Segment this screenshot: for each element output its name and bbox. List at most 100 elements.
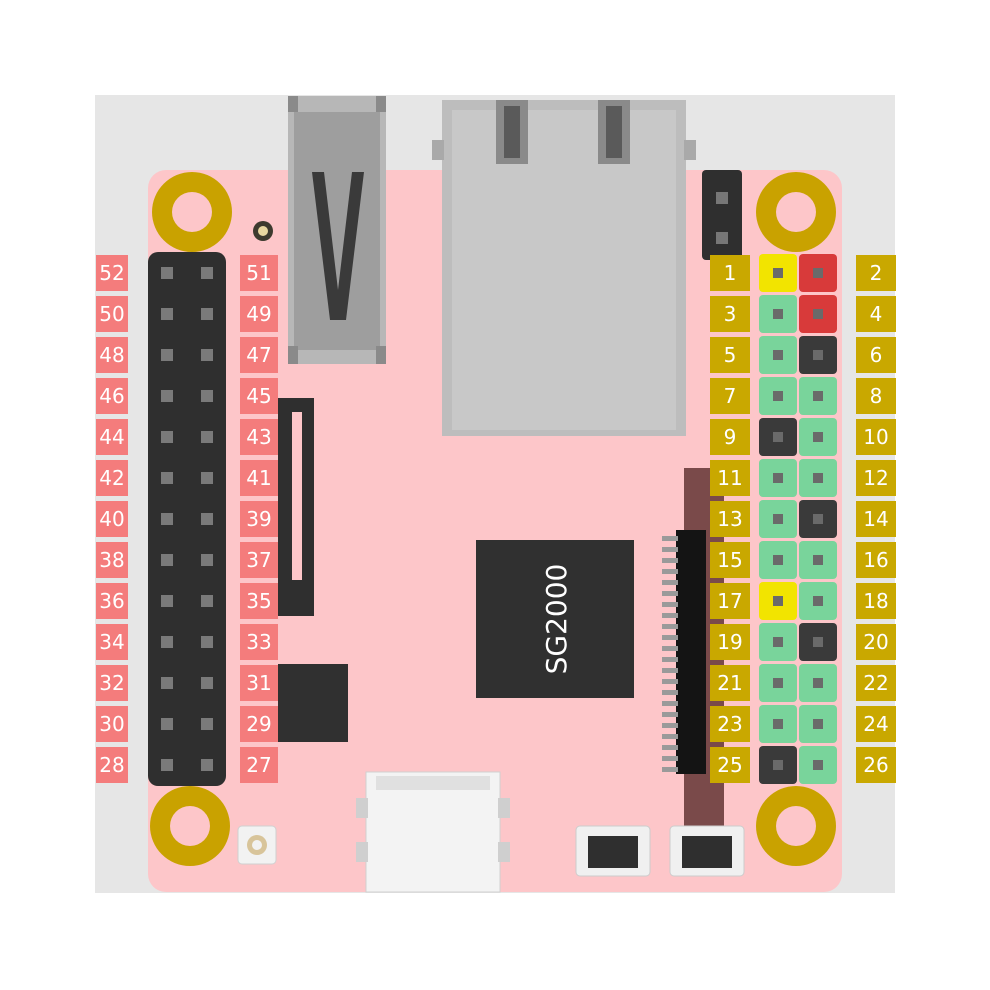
pin-label-right-even-box [856, 665, 896, 701]
left-pin-header [148, 252, 226, 786]
fpc-pin [662, 767, 678, 772]
pin-hole [773, 719, 783, 729]
pin-label-right-odd: 21 [717, 671, 742, 695]
fpc-pin [662, 558, 678, 563]
pin-label-left-inner: 41 [246, 466, 271, 490]
pin-label-left-inner: 45 [246, 384, 271, 408]
pin-label-right-odd-box [710, 501, 750, 537]
pin-label-left-outer: 48 [99, 343, 124, 367]
pin-hole [813, 555, 823, 565]
pin-label-right-odd: 11 [717, 466, 742, 490]
pin-label-left-inner-box [240, 747, 278, 783]
pin-label-left-inner-box [240, 419, 278, 455]
left-header-pin [201, 513, 213, 525]
pin-label-left-outer: 40 [99, 507, 124, 531]
button-1 [575, 825, 651, 877]
pin-label-left-inner: 27 [246, 753, 271, 777]
usb-c-port [356, 771, 510, 893]
pin-label-left-outer-box [96, 624, 128, 660]
pin-label-right-even-box [856, 296, 896, 332]
left-header-pin [161, 677, 173, 689]
pin-hole [773, 268, 783, 278]
pin-label-left-outer-box [96, 665, 128, 701]
pin-label-right-even: 12 [863, 466, 888, 490]
soc-chip [476, 540, 634, 698]
pin-hole [813, 473, 823, 483]
left-header-pin [201, 349, 213, 361]
pin-label-left-outer-box [96, 419, 128, 455]
fpc-pin [662, 745, 678, 750]
pin-label-left-outer-box [96, 296, 128, 332]
pin-label-left-outer: 50 [99, 302, 124, 326]
left-header-pin [161, 513, 173, 525]
pin-label-left-inner: 35 [246, 589, 271, 613]
pin-label-left-inner-box [240, 624, 278, 660]
left-header-pin [201, 554, 213, 566]
pin-label-right-odd-box [710, 665, 750, 701]
left-header-pin [201, 677, 213, 689]
pin-label-right-even: 10 [863, 425, 888, 449]
pin-label-right-even: 2 [870, 261, 883, 285]
pin-label-right-even: 18 [863, 589, 888, 613]
fpc-pin [662, 657, 678, 662]
camera-fpc-connector [278, 398, 314, 616]
left-header-pin [161, 759, 173, 771]
pin-hole [773, 432, 783, 442]
pin-label-right-even: 8 [870, 384, 883, 408]
pin-hole [813, 637, 823, 647]
pin-label-left-outer: 32 [99, 671, 124, 695]
pin-label-right-odd: 1 [724, 261, 737, 285]
pin-hole [773, 473, 783, 483]
pin-label-right-even-box [856, 337, 896, 373]
left-header-pin [161, 636, 173, 648]
pin-label-right-even-box [856, 583, 896, 619]
pin-label-left-inner: 29 [246, 712, 271, 736]
fpc-pin [662, 613, 678, 618]
pin-label-left-inner: 37 [246, 548, 271, 572]
pin-label-left-inner: 33 [246, 630, 271, 654]
pin-hole [813, 268, 823, 278]
pin-label-right-odd: 23 [717, 712, 742, 736]
fpc-pin [662, 635, 678, 640]
pin-hole [813, 719, 823, 729]
mounting-hole-top-right [756, 172, 836, 252]
pin-label-left-outer: 46 [99, 384, 124, 408]
pin-label-right-odd: 25 [717, 753, 742, 777]
pin-label-right-odd-box [710, 419, 750, 455]
button-2 [669, 825, 745, 877]
left-header-pin [161, 718, 173, 730]
pin-hole [813, 350, 823, 360]
pin-label-right-odd: 9 [724, 425, 737, 449]
pin-hole [773, 760, 783, 770]
left-header-pin [161, 349, 173, 361]
pin-label-right-odd: 3 [724, 302, 737, 326]
pin-label-left-outer-box [96, 337, 128, 373]
pin-hole [773, 678, 783, 688]
fpc-pin [662, 624, 678, 629]
pin-label-left-outer-box [96, 583, 128, 619]
fpc-pin [662, 723, 678, 728]
pin-hole [813, 391, 823, 401]
pin-hole [813, 760, 823, 770]
pin-hole [773, 596, 783, 606]
pin-label-right-even-box [856, 255, 896, 291]
pin-label-left-inner: 47 [246, 343, 271, 367]
left-header-pin [201, 390, 213, 402]
left-header-pin [201, 759, 213, 771]
pin-label-left-inner: 31 [246, 671, 271, 695]
pin-label-left-outer: 42 [99, 466, 124, 490]
left-header-pin [201, 431, 213, 443]
fpc-pin [662, 569, 678, 574]
pin-label-right-even-box [856, 460, 896, 496]
pin-label-right-odd-box [710, 296, 750, 332]
pin-label-right-odd: 7 [724, 384, 737, 408]
pin-label-left-outer-box [96, 378, 128, 414]
pin-hole [773, 637, 783, 647]
pin-label-right-odd: 15 [717, 548, 742, 572]
pin-label-left-outer: 30 [99, 712, 124, 736]
pin-label-right-even-box [856, 378, 896, 414]
pin-label-right-even: 6 [870, 343, 883, 367]
mounting-hole-bottom-left [150, 786, 230, 866]
pin-label-right-even: 20 [863, 630, 888, 654]
